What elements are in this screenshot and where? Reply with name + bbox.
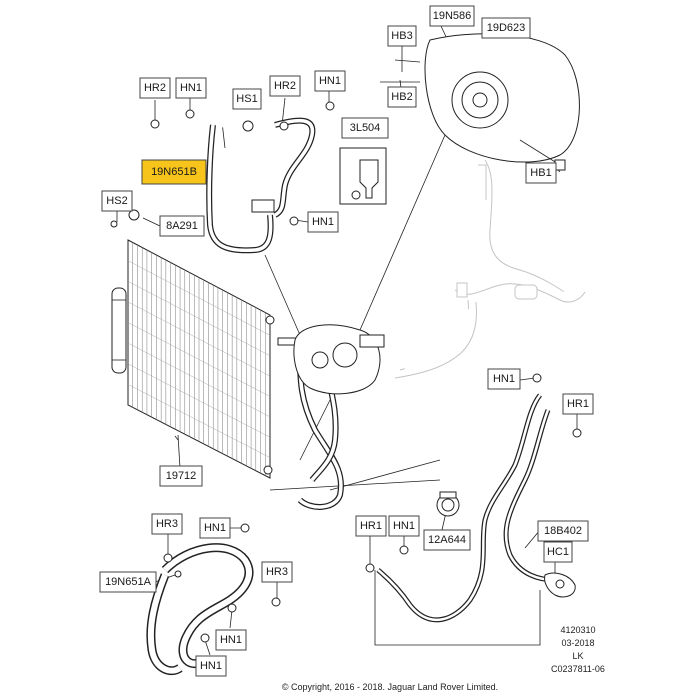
svg-text:HR3: HR3: [156, 518, 178, 530]
condenser-fin-row: [127, 363, 271, 438]
svg-text:19N651B: 19N651B: [151, 166, 197, 178]
svg-text:HN1: HN1: [204, 522, 226, 534]
label-hs2: HS2: [101, 190, 133, 212]
pressure-sensor: [339, 147, 387, 205]
label-12a644: 12A644: [423, 529, 471, 551]
svg-text:19D623: 19D623: [487, 22, 526, 34]
svg-text:HN1: HN1: [220, 634, 242, 646]
label-hr2-top-mid: HR2: [269, 75, 301, 97]
label-hr3-bottom-left: HR3: [151, 513, 183, 535]
condenser-fin-row: [127, 384, 271, 458]
label-18b402: 18B402: [537, 520, 589, 542]
background-pipework: [394, 159, 586, 379]
receiver-drier: [111, 287, 127, 374]
label-hn1-bottom-mid: HN1: [388, 515, 420, 537]
condenser-fin-row: [127, 342, 271, 418]
svg-text:8A291: 8A291: [166, 220, 198, 232]
svg-text:HS2: HS2: [106, 195, 127, 207]
svg-text:HN1: HN1: [319, 75, 341, 87]
svg-text:3L504: 3L504: [350, 122, 381, 134]
pressure-switch-12a644: [436, 491, 460, 517]
label-3l504: 3L504: [341, 117, 389, 139]
label-hr1-right: HR1: [562, 393, 594, 415]
svg-text:HR3: HR3: [266, 566, 288, 578]
label-hb2: HB2: [387, 86, 417, 108]
svg-text:HB1: HB1: [530, 167, 551, 179]
hose-connector-hc1: [544, 572, 576, 598]
condenser-fin-row: [127, 322, 271, 397]
svg-text:HN1: HN1: [180, 82, 202, 94]
svg-text:HS1: HS1: [236, 93, 257, 105]
svg-text:HN1: HN1: [393, 520, 415, 532]
svg-text:HR2: HR2: [274, 80, 296, 92]
svg-text:HR1: HR1: [567, 398, 589, 410]
label-hb3: HB3: [387, 25, 417, 47]
condenser-fin-row: [127, 301, 271, 377]
refrigerant-pipes: [146, 117, 556, 676]
condenser: [111, 239, 275, 479]
label-hn1-top-mid: HN1: [314, 70, 346, 92]
svg-text:HN1: HN1: [493, 373, 515, 385]
label-hn1-right: HN1: [487, 368, 521, 390]
label-19712: 19712: [159, 465, 203, 487]
fasteners: [110, 101, 582, 643]
label-8a291: 8A291: [159, 215, 205, 237]
svg-text:HN1: HN1: [200, 660, 222, 672]
label-19n651b-highlighted: 19N651B: [141, 159, 207, 185]
label-hn1-bottom-2: HN1: [195, 655, 227, 677]
compressor-assembly: [380, 33, 580, 171]
label-hn1-bottom-left: HN1: [199, 517, 231, 539]
compressor-manifold: [293, 324, 385, 395]
label-hr1-bottom-mid: HR1: [355, 515, 387, 537]
svg-text:HB3: HB3: [391, 30, 412, 42]
copyright-notice: © Copyright, 2016 - 2018. Jaguar Land Ro…: [282, 682, 498, 692]
svg-text:12A644: 12A644: [428, 534, 466, 546]
label-hr3-bottom-mid: HR3: [261, 561, 293, 583]
condenser-fin-row: [127, 281, 271, 356]
label-hn1-mid: HN1: [307, 211, 339, 233]
svg-text:19N586: 19N586: [433, 10, 472, 22]
label-hn1-top-left: HN1: [175, 77, 207, 99]
diagram-date: 03-2018: [561, 638, 594, 648]
diagram-initials: LK: [572, 651, 583, 661]
label-hc1: HC1: [543, 541, 573, 563]
svg-text:HR1: HR1: [360, 520, 382, 532]
svg-text:HB2: HB2: [391, 91, 412, 103]
svg-text:19712: 19712: [166, 470, 197, 482]
svg-text:HN1: HN1: [312, 216, 334, 228]
diagram-number: 4120310: [560, 625, 595, 635]
label-hn1-bottom-1: HN1: [215, 629, 247, 651]
label-hs1: HS1: [232, 88, 262, 110]
condenser-fin-row: [127, 260, 271, 336]
label-19n651a: 19N651A: [99, 571, 157, 593]
label-19n586: 19N586: [429, 5, 475, 27]
label-19d623: 19D623: [481, 17, 531, 39]
svg-text:HR2: HR2: [144, 82, 166, 94]
diagram-reference: C0237811-06: [551, 664, 605, 674]
svg-text:HC1: HC1: [547, 546, 569, 558]
svg-text:18B402: 18B402: [544, 525, 582, 537]
label-hr2-top-left: HR2: [139, 77, 171, 99]
label-hb1: HB1: [525, 162, 557, 184]
svg-text:19N651A: 19N651A: [105, 576, 152, 588]
